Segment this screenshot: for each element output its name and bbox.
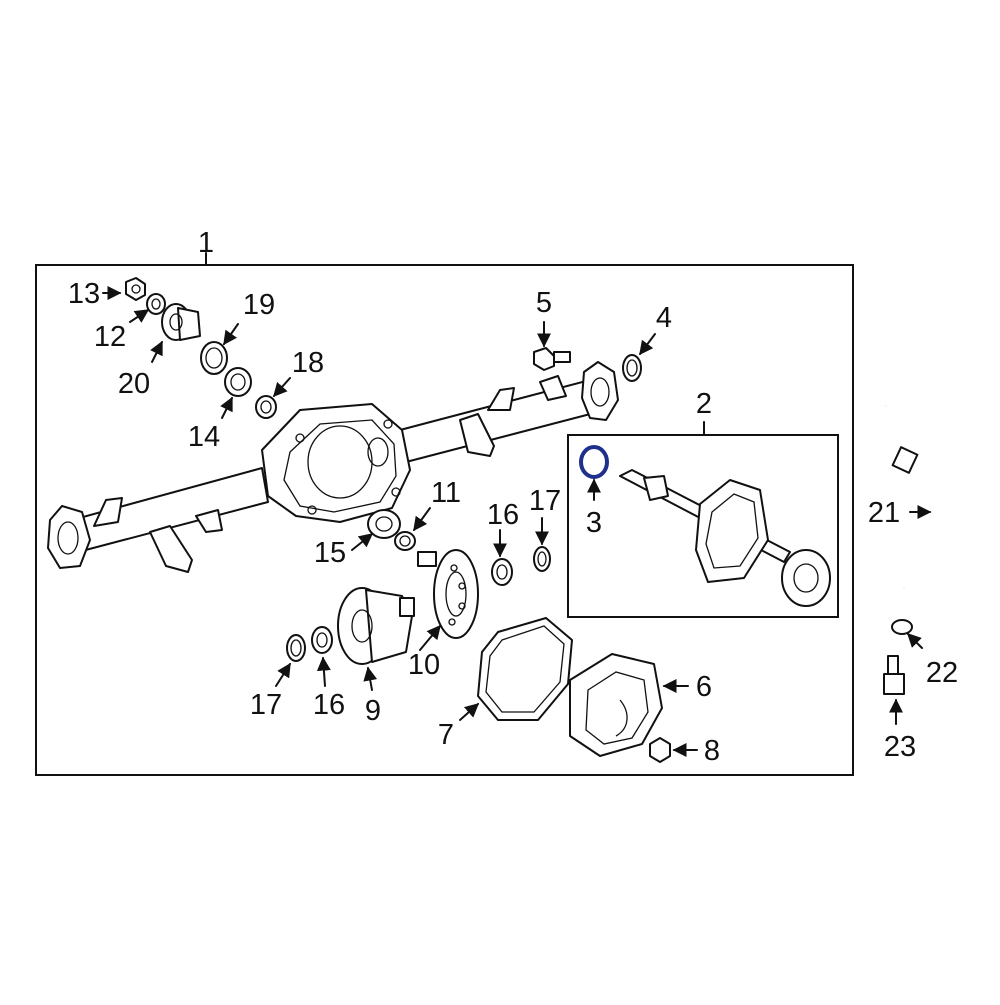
callout-23: 23	[884, 731, 916, 763]
callout-11: 11	[431, 477, 461, 509]
callout-7: 7	[438, 719, 454, 751]
part-11-shim	[394, 531, 416, 551]
callout-17-right: 17	[529, 485, 561, 517]
part-22-vent-clip	[891, 619, 913, 635]
callout-8: 8	[704, 735, 720, 767]
part-18-collapsible-spacer	[255, 395, 277, 419]
part-10-ring-pinion-gear	[417, 549, 479, 639]
callout-14: 14	[188, 421, 220, 453]
part-5-bolt	[533, 347, 571, 371]
part-21-vent-hose	[862, 403, 929, 590]
callout-22: 22	[926, 657, 958, 689]
callout-20: 20	[118, 368, 150, 400]
part-3-highlighted-seal	[579, 445, 609, 479]
part-16-carrier-bearing-left	[311, 626, 333, 654]
callout-21: 21	[868, 497, 900, 529]
part-15-pinion-bearing	[367, 509, 401, 539]
callout-5: 5	[536, 287, 552, 319]
part-7-cover-gasket	[477, 617, 573, 721]
callout-2: 2	[696, 388, 712, 420]
part-8-cover-bolt	[649, 737, 671, 763]
callout-4: 4	[656, 302, 672, 334]
callout-15: 15	[314, 537, 346, 569]
part-20-pinion-flange	[161, 303, 201, 341]
callout-10: 10	[408, 649, 440, 681]
leader-arrows	[102, 286, 932, 757]
part-17-carrier-shim	[533, 546, 551, 572]
callout-18: 18	[292, 347, 324, 379]
callout-16-left: 16	[313, 689, 345, 721]
part-4-axle-seal	[622, 354, 642, 382]
axle-assembly-frame	[35, 264, 854, 776]
callout-9: 9	[365, 695, 381, 727]
part-17-carrier-shim-left	[286, 634, 306, 662]
part-19-pinion-seal	[200, 341, 228, 375]
callout-6: 6	[696, 671, 712, 703]
callout-17-left: 17	[250, 689, 282, 721]
part-14-pinion-bearing	[224, 367, 252, 397]
part-6-diff-cover	[569, 653, 663, 757]
callout-1: 1	[198, 227, 214, 259]
callout-3: 3	[586, 507, 602, 539]
part-9-differential-case	[337, 587, 415, 665]
part-16-carrier-bearing	[491, 558, 513, 586]
part-2-axle-shaft	[619, 469, 831, 607]
callout-labels: 1 2 3 4 5 6 7 8 9 10 11 12 13 14 15 16 1…	[68, 227, 958, 767]
callout-16-right: 16	[487, 499, 519, 531]
callout-12: 12	[94, 321, 126, 353]
callout-19: 19	[243, 289, 275, 321]
part-12-washer	[146, 293, 166, 315]
part-13-pinion-nut	[125, 277, 146, 301]
part-23-vent-fitting	[883, 655, 905, 695]
callout-13: 13	[68, 278, 100, 310]
axle-housing	[47, 361, 619, 573]
